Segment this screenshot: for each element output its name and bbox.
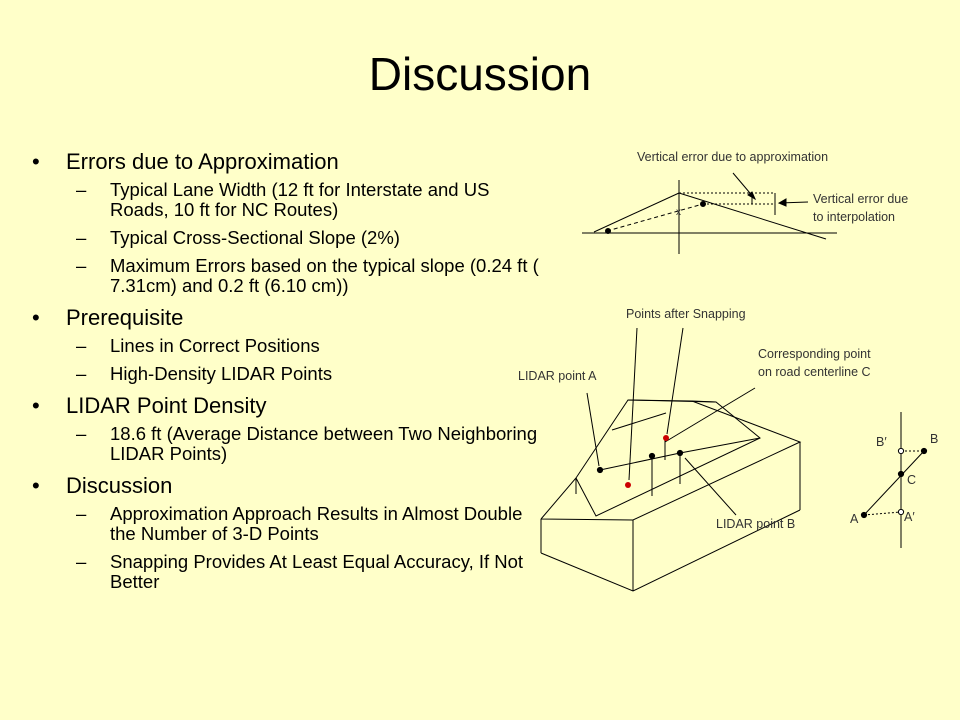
slide-title: Discussion (368, 48, 592, 100)
lidar-point (596, 466, 604, 474)
label-c: C (907, 473, 916, 487)
sub-list: Typical Lane Width (12 ft for Interstate… (66, 180, 550, 296)
data-point (605, 228, 611, 234)
label-lidar-point-a: LIDAR point A (518, 369, 597, 383)
data-point (700, 201, 706, 207)
point-b (920, 447, 928, 455)
projection-line (863, 450, 925, 516)
marker-x: x (676, 207, 681, 218)
bullet-text: LIDAR Point Density (66, 393, 267, 418)
centerline-segment (599, 452, 681, 471)
sub-bullet: High-Density LIDAR Points (66, 364, 550, 385)
bullet-text: Discussion (66, 473, 173, 498)
sub-bullet: Maximum Errors based on the typical slop… (66, 256, 550, 296)
label-a: A (850, 512, 859, 526)
bullet-discussion: Discussion Approximation Approach Result… (30, 472, 550, 592)
label-vertical-error-interpolation-2: to interpolation (813, 210, 895, 224)
interpolation-line (606, 203, 704, 232)
lidar-point (648, 452, 656, 460)
box-inner-top (575, 400, 761, 517)
label-a-prime: A′ (904, 510, 915, 524)
bullet-text: Errors due to Approximation (66, 149, 339, 174)
point-b-prime (897, 447, 905, 455)
label-vertical-error-interpolation-1: Vertical error due (813, 192, 908, 206)
dotted-a (863, 511, 902, 516)
label-points-after-snapping: Points after Snapping (626, 307, 746, 321)
diagram-snapping (540, 327, 802, 592)
leader-snapping-1 (628, 327, 638, 481)
arrowhead-right (777, 198, 787, 207)
sub-bullet: Lines in Correct Positions (66, 336, 550, 357)
sub-bullet: 18.6 ft (Average Distance between Two Ne… (66, 424, 550, 464)
label-lidar-point-b: LIDAR point B (716, 517, 795, 531)
sub-bullet: Typical Lane Width (12 ft for Interstate… (66, 180, 550, 220)
sub-list: 18.6 ft (Average Distance between Two Ne… (66, 424, 550, 464)
bullet-density: LIDAR Point Density 18.6 ft (Average Dis… (30, 392, 550, 464)
point-a-prime (897, 508, 905, 516)
sub-bullet: Typical Cross-Sectional Slope (2%) (66, 228, 550, 249)
bullet-list: Errors due to Approximation Typical Lane… (30, 142, 550, 600)
point-a (860, 511, 868, 519)
leader-point-a (586, 392, 600, 467)
sub-bullet: Snapping Provides At Least Equal Accurac… (66, 552, 550, 592)
leader-centerline (664, 387, 756, 443)
sub-list: Lines in Correct Positions High-Density … (66, 336, 550, 385)
snapped-point (625, 482, 631, 488)
point-c (897, 470, 905, 478)
snapped-point (663, 435, 669, 441)
leader-snapping-2 (666, 327, 684, 435)
label-centerline-1: Corresponding point (758, 347, 871, 361)
centerline-segment (679, 437, 761, 454)
road-line (611, 412, 667, 431)
box-bottom (540, 509, 801, 592)
slope-left (593, 192, 680, 233)
sub-bullet: Approximation Approach Results in Almost… (66, 504, 550, 544)
diagram-projection (860, 412, 928, 548)
label-b: B (930, 432, 938, 446)
box-top-outline (540, 399, 802, 521)
diagram-vertical-error (582, 172, 837, 254)
bullet-errors: Errors due to Approximation Typical Lane… (30, 148, 550, 296)
bullet-prerequisite: Prerequisite Lines in Correct Positions … (30, 304, 550, 384)
slope-right (678, 192, 827, 240)
bullet-text: Prerequisite (66, 305, 184, 330)
label-b-prime: B′ (876, 435, 887, 449)
sub-list: Approximation Approach Results in Almost… (66, 504, 550, 592)
leader-point-b (684, 457, 737, 516)
label-centerline-2: on road centerline C (758, 365, 871, 379)
lidar-point (676, 449, 684, 457)
label-vertical-error-approximation: Vertical error due to approximation (637, 150, 828, 164)
